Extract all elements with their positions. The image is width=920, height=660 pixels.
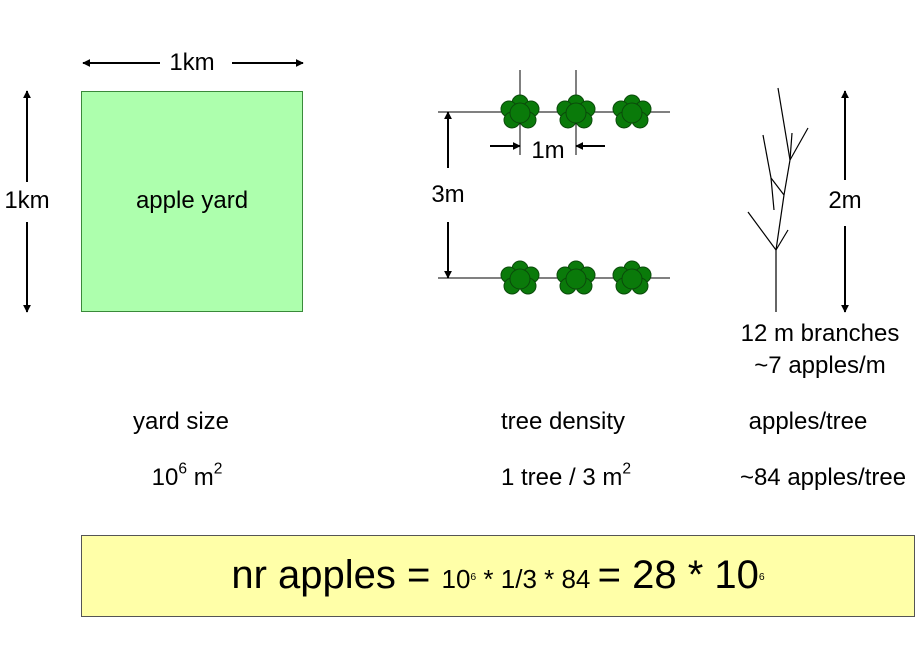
apples-per-tree-title: apples/tree	[748, 408, 868, 435]
branch-height-label: 2m	[828, 187, 862, 214]
tree-density-title: tree density	[500, 408, 626, 435]
tree-icon	[612, 94, 652, 129]
tree-icon	[612, 260, 652, 295]
branch-length-text: 12 m branches	[740, 320, 900, 347]
yard-size-title: yard size	[132, 408, 230, 435]
apples-per-meter-text: ~7 apples/m	[754, 352, 886, 379]
formula-box: nr apples = 106 * 1/3 * 84 = 28 * 106	[81, 535, 915, 617]
tree-icon	[500, 94, 540, 129]
apple-yard-box	[81, 91, 303, 312]
yard-width-label: 1km	[169, 49, 215, 76]
branch-icon	[747, 87, 809, 312]
formula-text: nr apples = 106 * 1/3 * 84 = 28 * 106	[231, 553, 765, 597]
tree-icon	[556, 94, 596, 129]
apples-per-tree-value: ~84 apples/tree	[739, 464, 907, 491]
tree-icon	[556, 260, 596, 295]
apple-yard-label: apple yard	[135, 187, 249, 214]
yard-height-label: 1km	[4, 187, 50, 214]
tree-spacing-label: 1m	[531, 137, 565, 164]
tree-density-value: 1 tree / 3 m2	[500, 460, 632, 491]
yard-size-value: 106 m2	[151, 460, 223, 491]
row-gap-label: 3m	[431, 181, 465, 208]
tree-icon	[500, 260, 540, 295]
